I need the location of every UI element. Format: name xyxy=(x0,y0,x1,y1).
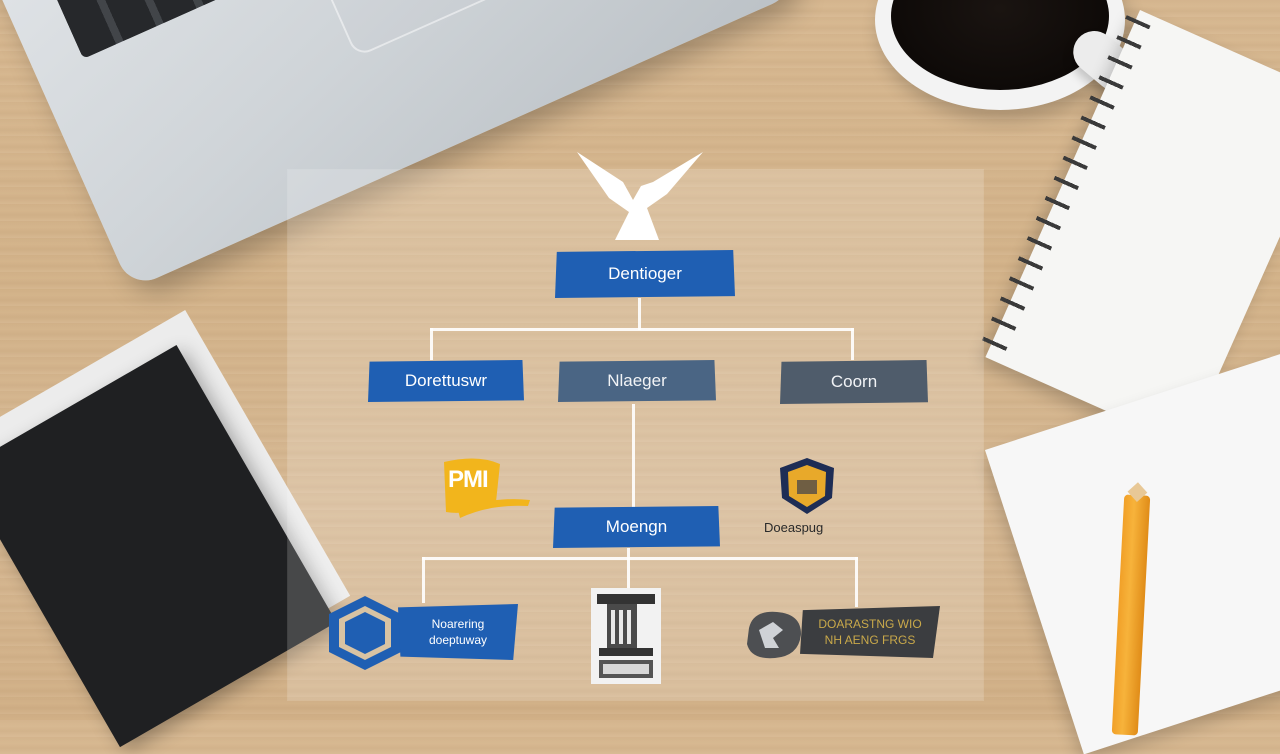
bottom-right-label-line1: DOARASTNG WIO xyxy=(818,617,922,631)
node-left-label: Dorettuswr xyxy=(404,371,488,390)
connector-bottom-center xyxy=(627,548,630,592)
pmi-logo-icon xyxy=(444,458,530,518)
connector-left xyxy=(430,328,433,360)
connector-root xyxy=(638,298,641,330)
shield-logo-caption: Doeaspug xyxy=(764,520,824,535)
root-node-label: Dentioger xyxy=(608,264,682,283)
connector-middle xyxy=(632,404,635,508)
node-center: Nlaeger xyxy=(558,360,716,402)
bottom-left-label: Noarering doeptuway xyxy=(398,604,518,660)
laptop-keyboard xyxy=(22,0,294,59)
pmi-logo-text: PMI xyxy=(448,466,489,493)
bottom-left-label-line1: Noarering xyxy=(431,617,485,631)
node-right: Coorn xyxy=(780,360,928,404)
bottom-right-label: DOARASTNG WIO NH AENG FRGS xyxy=(800,606,940,658)
eagle-logo-icon xyxy=(577,152,703,240)
node-middle-label: Moengn xyxy=(605,517,668,536)
bottom-left-label-line2: doeptuway xyxy=(428,633,488,647)
root-node: Dentioger xyxy=(555,250,735,298)
laptop-trackpad xyxy=(279,0,631,58)
node-middle: Moengn xyxy=(553,506,720,548)
connector-bottom-right xyxy=(855,557,858,607)
node-center-label: Nlaeger xyxy=(607,371,667,390)
shield-logo-icon xyxy=(780,458,834,514)
hexagon-logo-icon xyxy=(329,596,401,670)
connector-bottom-left xyxy=(422,557,425,603)
connector-right xyxy=(851,328,854,360)
dark-emblem-icon xyxy=(747,611,801,659)
node-left: Dorettuswr xyxy=(368,360,524,402)
bottom-right-label-line2: NH AENG FRGS xyxy=(824,633,916,647)
tower-logo-icon xyxy=(591,588,661,684)
connector-level1-bar xyxy=(430,328,854,331)
node-right-label: Coorn xyxy=(830,372,878,391)
connector-level3-bar xyxy=(422,557,858,560)
